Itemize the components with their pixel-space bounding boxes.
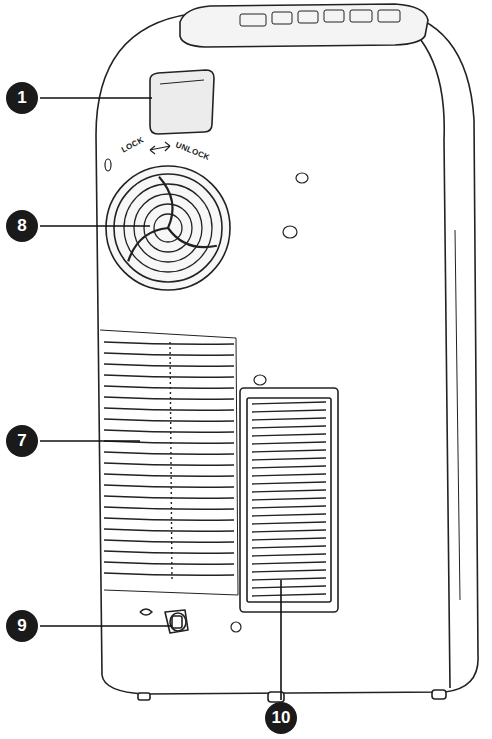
grill-slat xyxy=(104,518,234,520)
grill-slat xyxy=(104,353,234,355)
side-seam xyxy=(455,230,460,600)
grill-slat xyxy=(104,463,234,465)
filter-slat xyxy=(252,402,326,404)
grill-slat xyxy=(104,540,234,542)
filter-slat xyxy=(252,514,326,516)
grill-slat xyxy=(104,562,234,564)
filter-slat xyxy=(252,578,326,580)
filter-slat xyxy=(252,458,326,460)
grill-slat xyxy=(104,551,234,553)
grill-slat xyxy=(104,342,234,344)
fan-blade xyxy=(168,228,217,247)
grill-rib xyxy=(170,342,172,580)
grill-slat xyxy=(104,507,234,509)
grill-slat xyxy=(104,408,234,410)
filter-slat xyxy=(252,490,326,492)
filter-slat xyxy=(252,570,326,572)
filter-slat xyxy=(252,474,326,476)
filter-slat xyxy=(252,434,326,436)
filter-slat xyxy=(252,442,326,444)
filter-slat xyxy=(252,594,326,596)
filter-frame xyxy=(240,388,338,612)
callout-number: 8 xyxy=(6,210,38,242)
filter-slat xyxy=(252,586,326,588)
callout-number: 9 xyxy=(6,610,38,642)
filter-slat xyxy=(252,450,326,452)
filter-slat xyxy=(252,546,326,548)
control-panel xyxy=(180,4,428,47)
fan-blade xyxy=(128,228,168,261)
side-seam xyxy=(385,11,450,688)
filter-slat xyxy=(252,562,326,564)
grill-slat xyxy=(104,364,234,366)
lock-arrow xyxy=(150,142,170,154)
grill-slat xyxy=(104,474,234,476)
filter-slat xyxy=(252,554,326,556)
callout-number: 7 xyxy=(6,425,38,457)
intake-grill-outline xyxy=(100,330,238,595)
handle-recess xyxy=(150,70,214,134)
grill-slat xyxy=(104,397,234,399)
handle-shade xyxy=(160,80,204,84)
grill-slat xyxy=(104,485,234,487)
filter-slat xyxy=(252,498,326,500)
grill-slat xyxy=(104,419,234,421)
grill-slat xyxy=(104,573,234,575)
grill-slat xyxy=(104,496,234,498)
filter-slat xyxy=(252,410,326,412)
filter-slat xyxy=(252,530,326,532)
caster-wheels xyxy=(138,690,446,702)
drain-plug xyxy=(140,609,188,633)
leader-lines xyxy=(40,98,281,700)
control-buttons xyxy=(240,10,400,26)
filter-slat xyxy=(252,418,326,420)
housing-outline xyxy=(96,10,478,694)
filter-slat xyxy=(252,426,326,428)
grill-slat xyxy=(104,430,234,432)
fan-blade xyxy=(159,177,173,228)
filter-slat xyxy=(252,482,326,484)
callout-number: 1 xyxy=(6,82,38,114)
grill-slat xyxy=(104,452,234,454)
callout-number: 10 xyxy=(265,702,297,734)
filter-slat xyxy=(252,506,326,508)
filter-slat xyxy=(252,466,326,468)
filter-slat xyxy=(252,522,326,524)
exhaust-outlet xyxy=(106,166,230,290)
filter-slat xyxy=(252,538,326,540)
grill-slat xyxy=(104,386,234,388)
grill-slat xyxy=(104,529,234,531)
grill-slat xyxy=(104,375,234,377)
